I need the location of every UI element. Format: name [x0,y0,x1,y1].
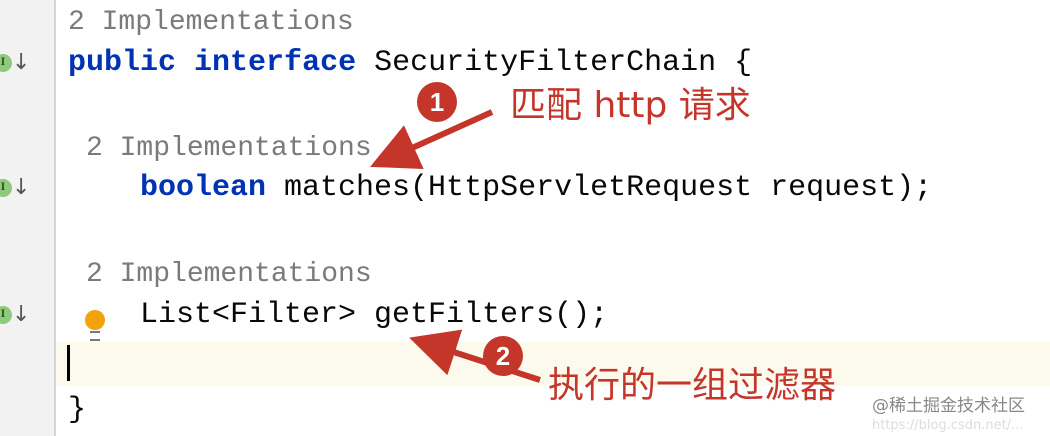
current-line-highlight [56,342,1050,386]
arrow-1 [370,109,494,170]
lightbulb-icon[interactable] [85,310,105,341]
editor-gutter [0,0,56,436]
code-text: SecurityFilterChain { [356,46,753,80]
keyword: interface [194,46,357,80]
implemented-marker-icon[interactable]: I↓ [0,302,32,328]
annotation-text-1: 匹配 http 请求 [510,85,751,126]
implemented-marker-icon[interactable]: I↓ [0,175,32,201]
watermark: @稀土掘金技术社区 [872,396,1025,416]
code-line-getfilters: List<Filter> getFilters(); [140,298,609,332]
code-text: matches(HttpServletRequest request); [266,171,933,205]
implementations-hint[interactable]: 2 Implementations [68,7,354,38]
implementations-hint[interactable]: 2 Implementations [86,259,372,290]
code-line-matches: boolean matches(HttpServletRequest reque… [140,170,932,206]
keyword: public [68,46,177,80]
watermark-url: https://blog.csdn.net/... [872,418,1024,433]
code-line-close: } [68,393,87,427]
annotation-text-2: 执行的一组过滤器 [548,365,837,406]
implementations-hint[interactable]: 2 Implementations [86,133,372,164]
code-line-interface: public interface SecurityFilterChain { [68,45,752,81]
annotation-badge-1: 1 [417,82,457,122]
text-cursor [67,345,70,381]
annotation-badge-2: 2 [483,336,523,376]
implemented-marker-icon[interactable]: I↓ [0,50,32,76]
keyword: boolean [140,171,267,205]
